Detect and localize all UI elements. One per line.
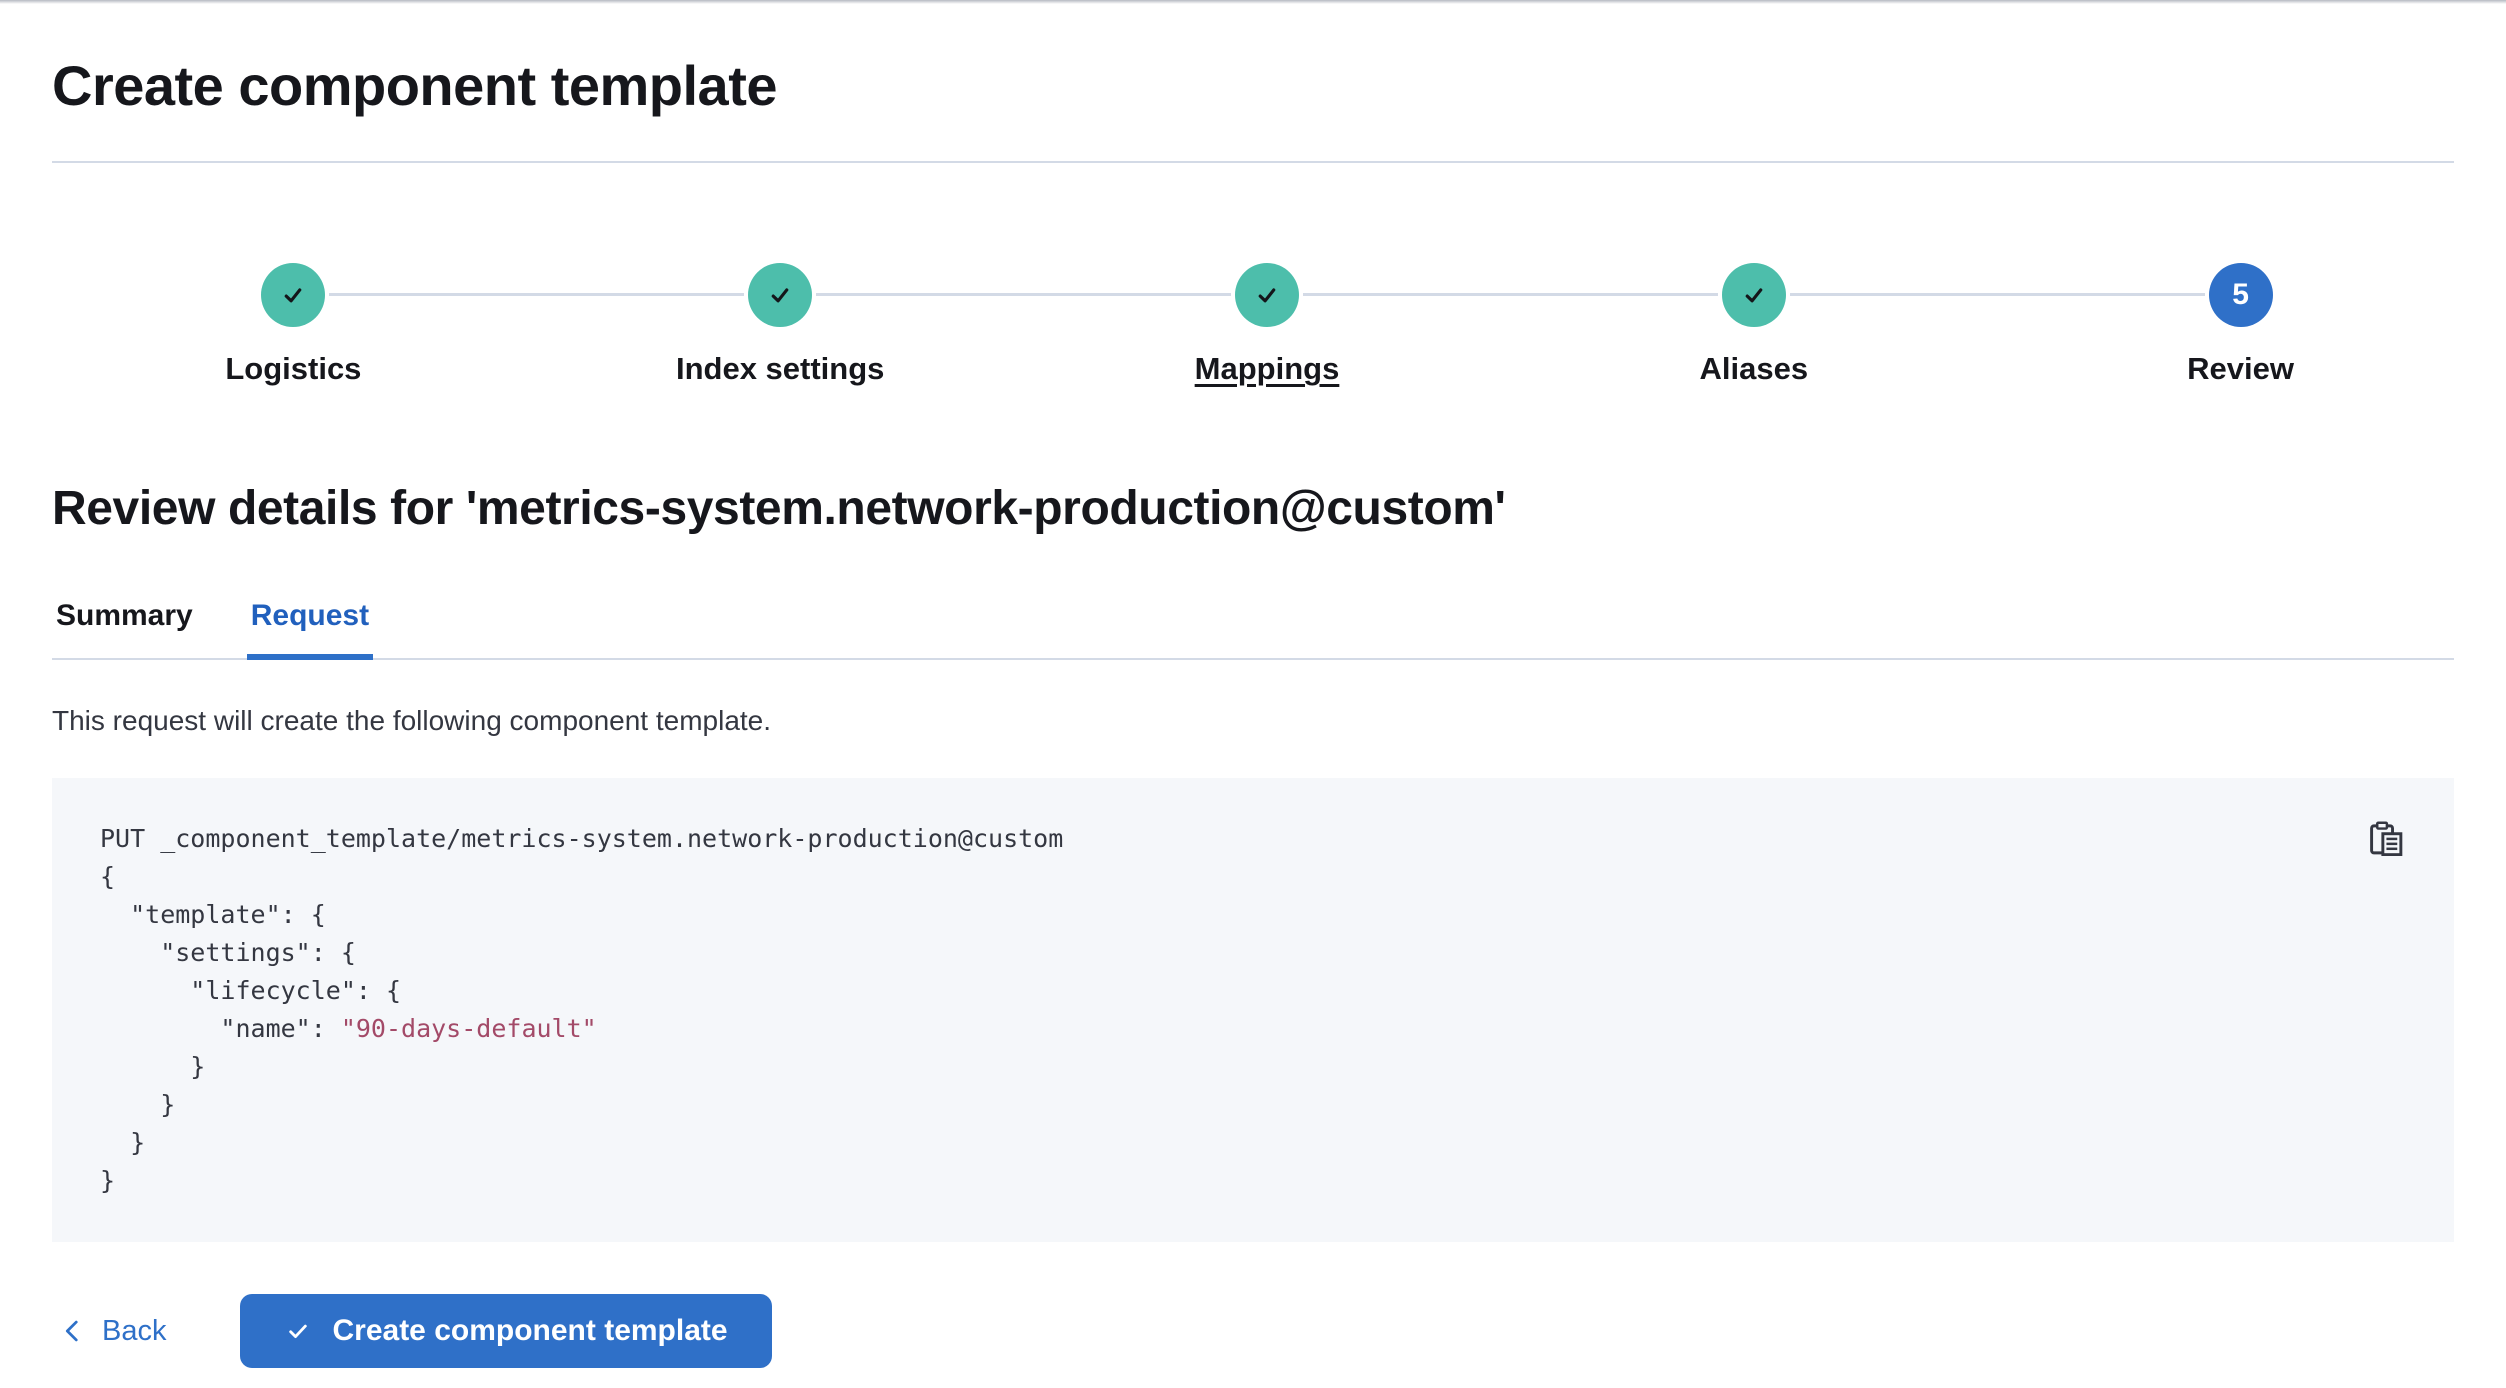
back-button[interactable]: Back [52, 1315, 174, 1348]
step-number: 5 [2232, 278, 2249, 312]
step-complete-circle [1234, 263, 1299, 328]
request-description: This request will create the following c… [52, 705, 772, 737]
create-component-template-page: Create component template Logistics Inde… [0, 4, 2506, 1369]
create-component-template-button[interactable]: Create component template [240, 1294, 772, 1369]
step-label: Aliases [1699, 351, 1809, 387]
copy-icon [2368, 820, 2404, 857]
step-label: Mappings [1194, 351, 1340, 387]
check-icon [765, 280, 795, 310]
step-mappings[interactable]: Mappings [1023, 263, 1511, 389]
step-review[interactable]: 5 Review [1997, 263, 2484, 389]
back-label: Back [102, 1314, 167, 1347]
step-label: Logistics [225, 351, 362, 387]
step-logistics[interactable]: Logistics [50, 263, 537, 389]
page-title: Create component template [52, 54, 778, 117]
review-heading: Review details for 'metrics-system.netwo… [52, 482, 1506, 536]
step-label: Review [2187, 351, 2294, 387]
check-icon [1739, 280, 1769, 310]
request-code-block: PUT _component_template/metrics-system.n… [52, 778, 2454, 1243]
footer-actions: Back Create component template [52, 1294, 2454, 1369]
review-tabs: Summary Request [52, 598, 2454, 661]
step-complete-circle [748, 263, 813, 328]
code-line: { [100, 862, 116, 892]
code-line: } [100, 1052, 206, 1082]
chevron-left-icon [60, 1318, 86, 1344]
step-complete-circle [1721, 263, 1786, 328]
window-top-edge [0, 0, 2506, 4]
step-aliases[interactable]: Aliases [1510, 263, 1997, 389]
step-current-circle: 5 [2208, 263, 2273, 328]
tab-summary[interactable]: Summary [56, 599, 193, 633]
check-icon [284, 1317, 312, 1345]
code-line: } [100, 1090, 176, 1120]
code-line: "template": { [100, 900, 326, 930]
horizontal-stepper: Logistics Index settings Mappings [50, 263, 2484, 389]
code-line: "lifecycle": { [100, 976, 402, 1006]
code-line: } [100, 1128, 146, 1158]
code-line: PUT _component_template/metrics-system.n… [100, 824, 1064, 854]
step-complete-circle [261, 263, 326, 328]
code-line: "settings": { [100, 938, 356, 968]
tab-request[interactable]: Request [246, 598, 374, 661]
copy-button[interactable] [2368, 820, 2404, 857]
code-key: "name": [100, 1014, 341, 1044]
code-line-name: "name": "90-days-default" [100, 1010, 2406, 1048]
code-line: } [100, 1166, 116, 1196]
check-icon [1252, 280, 1282, 310]
step-index-settings[interactable]: Index settings [536, 263, 1024, 389]
create-button-label: Create component template [332, 1314, 728, 1348]
code-string-value: "90-days-default" [340, 1014, 597, 1044]
header-divider [52, 161, 2454, 164]
step-label: Index settings [675, 351, 885, 387]
check-icon [278, 280, 308, 310]
